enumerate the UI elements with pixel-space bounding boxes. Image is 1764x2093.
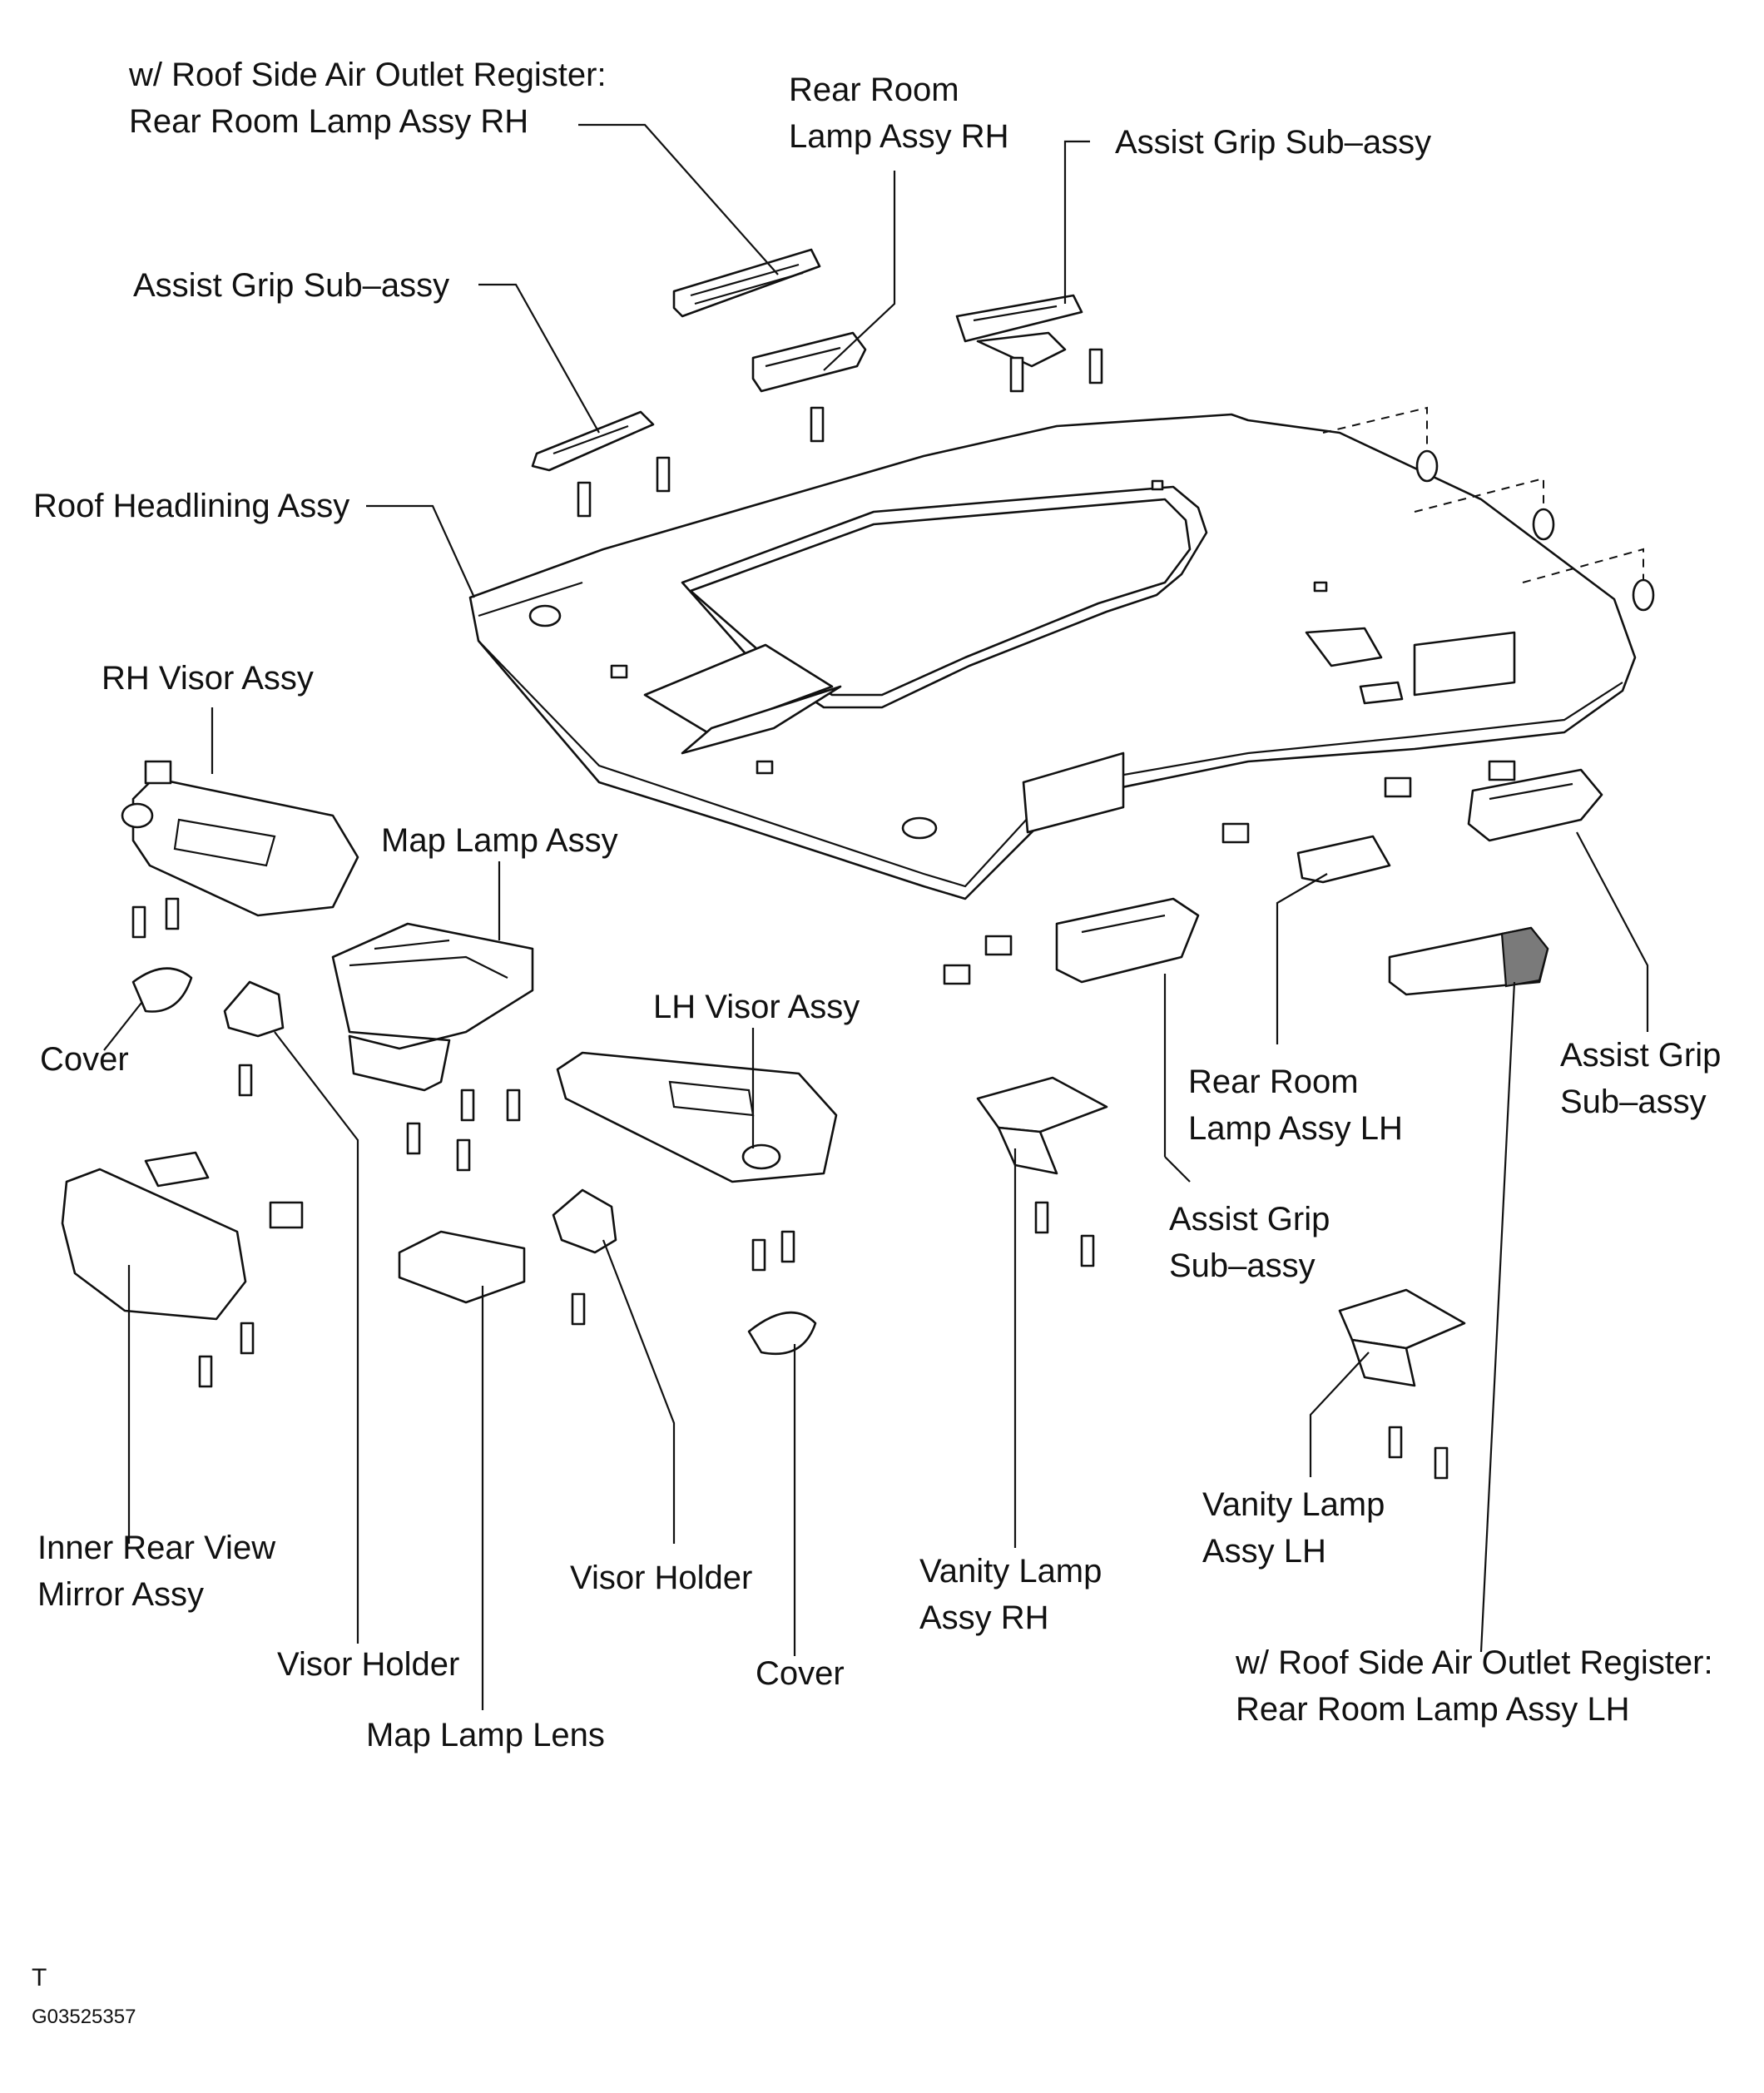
label-inner-mirror: Inner Rear View Mirror Assy [37, 1530, 276, 1613]
label-map-lamp: Map Lamp Assy [381, 822, 618, 859]
label-roof-headlining: Roof Headlining Assy [33, 488, 350, 524]
roof-headlining-drawing [468, 331, 1655, 900]
left-parts-drawing [61, 760, 838, 1388]
label-assist-grip-mid: Assist Grip Sub–assy [1169, 1201, 1330, 1284]
top-parts-drawing [531, 248, 1103, 518]
label-cover-left: Cover [40, 1041, 129, 1078]
label-map-lamp-lens: Map Lamp Lens [366, 1717, 605, 1753]
label-cover-right: Cover [756, 1655, 845, 1692]
figure-id: G03525357 [32, 2006, 136, 2028]
label-vanity-lamp-rh: Vanity Lamp Assy RH [919, 1553, 1102, 1636]
label-rear-room-lamp-rh-outlet: w/ Roof Side Air Outlet Register: Rear R… [129, 57, 607, 140]
footer-mark: T [32, 1964, 47, 1991]
label-rear-room-lamp-rh: Rear Room Lamp Assy RH [789, 72, 1009, 155]
label-lh-visor: LH Visor Assy [653, 989, 860, 1025]
right-parts-drawing [943, 760, 1603, 1480]
label-assist-grip-right: Assist Grip Sub–assy [1560, 1037, 1722, 1120]
leader-lines [103, 123, 1649, 1710]
label-assist-grip-top-left: Assist Grip Sub–assy [133, 267, 450, 304]
label-rh-visor: RH Visor Assy [102, 660, 314, 697]
label-assist-grip-top-right: Assist Grip Sub–assy [1115, 124, 1432, 161]
label-visor-holder-right: Visor Holder [570, 1560, 753, 1596]
label-rear-room-lamp-lh: Rear Room Lamp Assy LH [1188, 1064, 1403, 1147]
label-rear-room-lamp-lh-outlet: w/ Roof Side Air Outlet Register: Rear R… [1236, 1644, 1713, 1728]
label-vanity-lamp-lh: Vanity Lamp Assy LH [1202, 1486, 1385, 1570]
label-visor-holder-left: Visor Holder [277, 1646, 460, 1683]
